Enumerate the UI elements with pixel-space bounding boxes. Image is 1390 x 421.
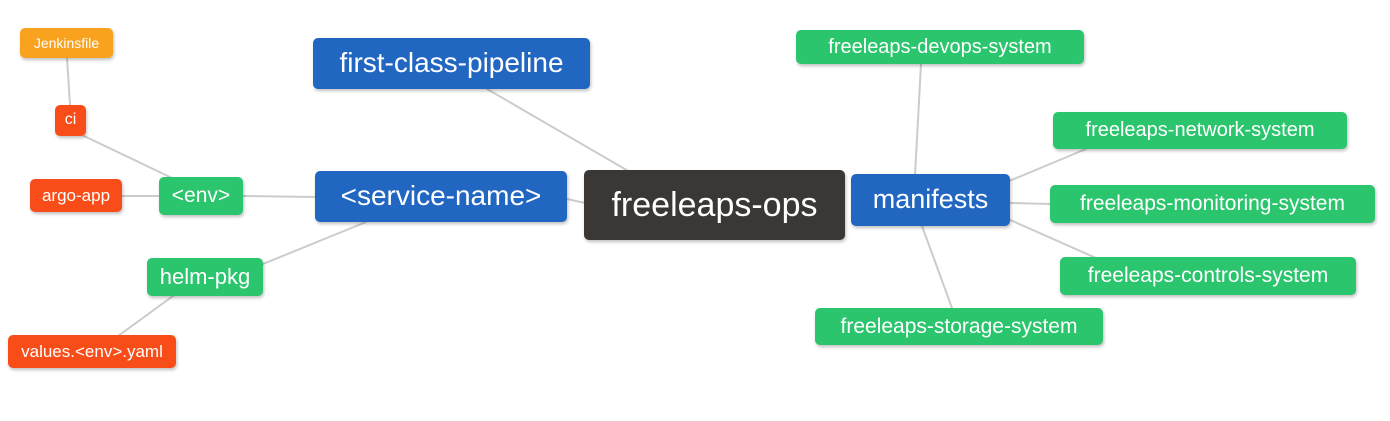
node-label: argo-app (41, 185, 111, 205)
node-env[interactable]: <env> (159, 177, 243, 215)
edge-manifests-freeleaps-storage-system (921, 225, 953, 309)
node-values-env-yaml[interactable]: values.<env>.yaml (8, 335, 176, 368)
node-label: Jenkinsfile (33, 34, 100, 51)
edge-env-service-name (242, 195, 316, 198)
node-freeleaps-network-system[interactable]: freeleaps-network-system (1053, 112, 1347, 149)
edge-service-name-helm-pkg (262, 221, 367, 265)
node-label: freeleaps-controls-system (1087, 264, 1329, 287)
node-label: <service-name> (340, 180, 542, 211)
edge-manifests-freeleaps-devops-system (914, 63, 922, 176)
edge-manifests-freeleaps-controls-system (1007, 218, 1097, 259)
node-label: freeleaps-ops (611, 185, 818, 224)
node-label: freeleaps-storage-system (840, 314, 1078, 338)
node-label: manifests (872, 184, 989, 214)
node-label: <env> (171, 184, 231, 207)
edge-helm-pkg-values-env-yaml (117, 295, 174, 337)
node-label: ci (64, 111, 77, 128)
edge-service-name-freeleaps-ops (566, 198, 586, 204)
node-helm-pkg[interactable]: helm-pkg (147, 258, 263, 296)
node-ci[interactable]: ci (55, 105, 86, 136)
edge-manifests-freeleaps-monitoring-system (1009, 202, 1051, 205)
edge-first-class-pipeline-freeleaps-ops (486, 88, 631, 173)
node-first-class-pipeline[interactable]: first-class-pipeline (313, 38, 590, 89)
edge-jenkinsfile-ci (66, 57, 71, 106)
node-argo-app[interactable]: argo-app (30, 179, 122, 212)
node-label: freeleaps-devops-system (828, 35, 1052, 58)
node-jenkinsfile[interactable]: Jenkinsfile (20, 28, 113, 58)
node-freeleaps-ops[interactable]: freeleaps-ops (584, 170, 845, 240)
node-label: freeleaps-monitoring-system (1080, 192, 1345, 215)
node-manifests[interactable]: manifests (851, 174, 1010, 226)
edge-manifests-freeleaps-network-system (1001, 148, 1087, 185)
node-freeleaps-devops-system[interactable]: freeleaps-devops-system (796, 30, 1084, 64)
edge-ci-env (83, 135, 173, 179)
node-freeleaps-monitoring-system[interactable]: freeleaps-monitoring-system (1050, 185, 1375, 223)
node-label: helm-pkg (159, 263, 251, 289)
node-freeleaps-storage-system[interactable]: freeleaps-storage-system (815, 308, 1103, 345)
node-label: values.<env>.yaml (21, 341, 163, 361)
node-label: freeleaps-network-system (1085, 119, 1315, 141)
node-freeleaps-controls-system[interactable]: freeleaps-controls-system (1060, 257, 1356, 295)
node-label: first-class-pipeline (339, 47, 564, 78)
node-service-name[interactable]: <service-name> (315, 171, 567, 222)
